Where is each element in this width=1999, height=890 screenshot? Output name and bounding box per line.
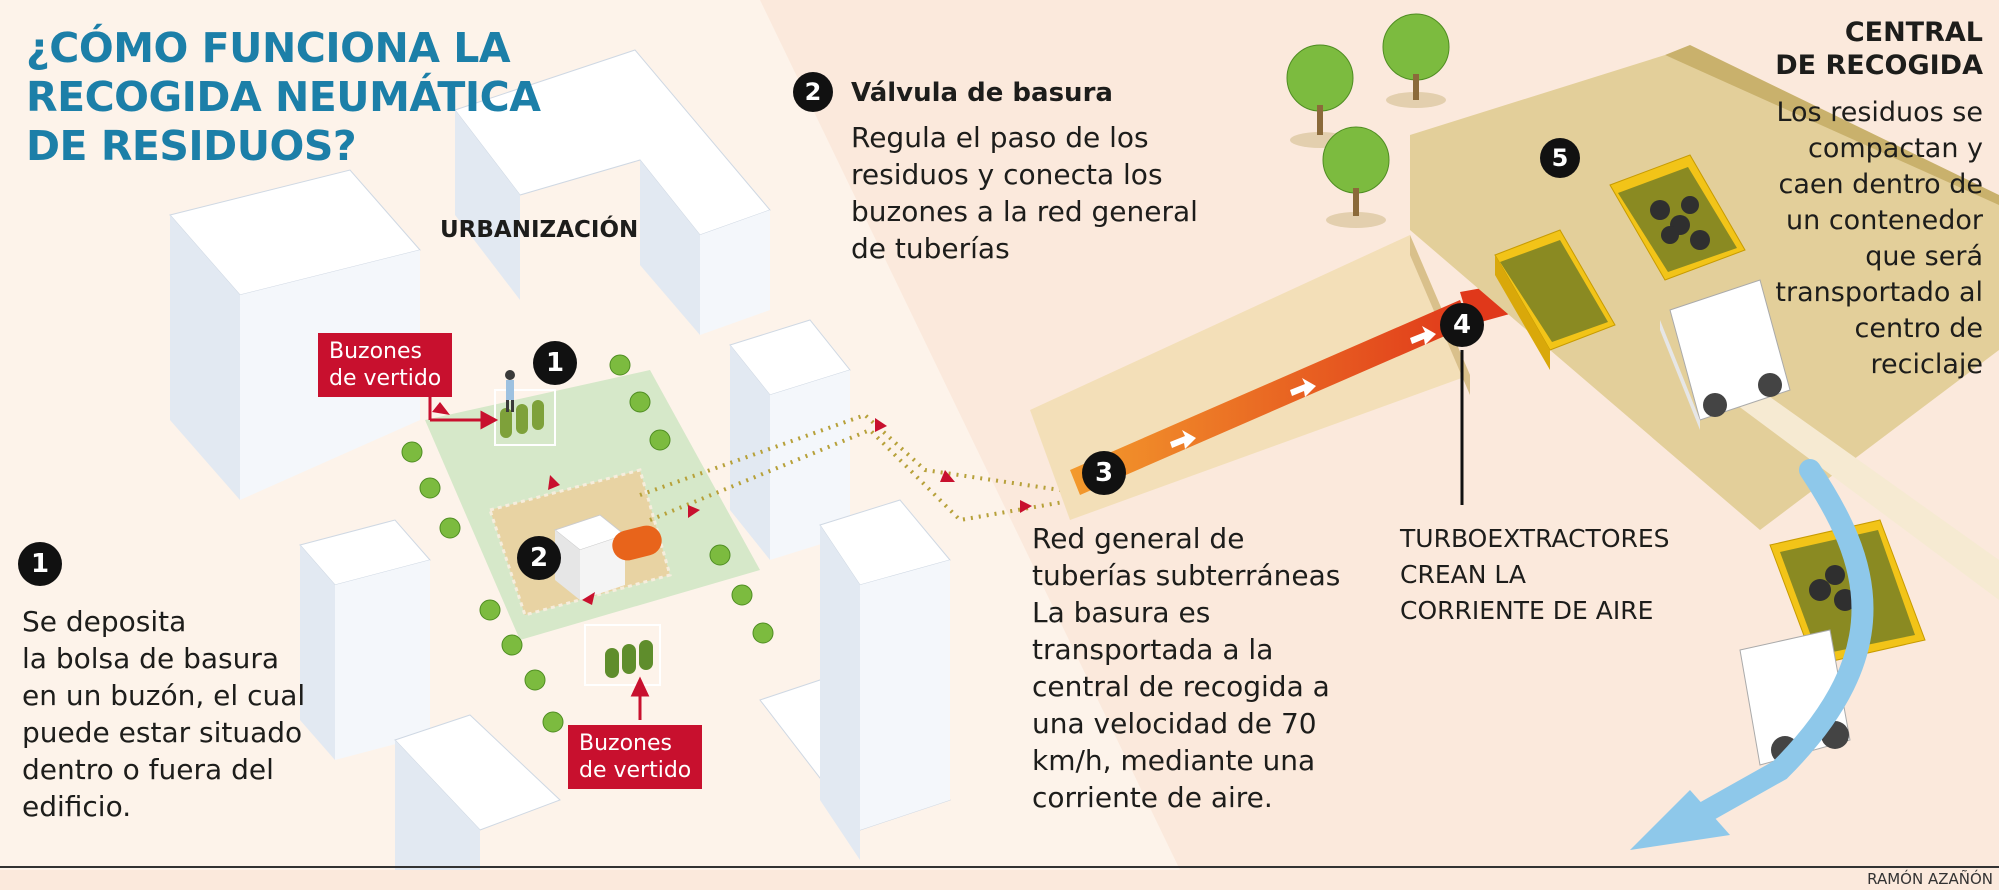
urbanization-label: URBANIZACIÓN — [440, 217, 639, 243]
trees-small — [401, 354, 774, 733]
step-5-text: Los residuos se compactan y caen dentro … — [1775, 97, 1983, 380]
truck-leaving — [1739, 519, 1926, 766]
exit-arrow — [1689, 459, 1874, 826]
person-figure — [505, 370, 515, 412]
step-2-title: Válvula de basura — [851, 78, 1113, 108]
step-5-number: 5 — [1540, 138, 1580, 178]
callout-pointers — [428, 395, 650, 720]
step-3-number: 3 — [1082, 451, 1126, 495]
step-2-number: 2 — [793, 72, 833, 112]
buildings — [169, 49, 951, 870]
map-marker-1: 1 — [533, 341, 577, 385]
callout-buzones-bottom: Buzones de vertido — [568, 725, 703, 789]
step-5-title: CENTRAL DE RECOGIDA — [1775, 17, 1983, 81]
trash-chutes-bottom — [584, 624, 661, 686]
step-4-number: 4 — [1440, 303, 1484, 347]
trash-chutes-top — [494, 389, 556, 446]
truck-plant — [1660, 279, 1791, 430]
page-title: ¿CÓMO FUNCIONA LA RECOGIDA NEUMÁTICA DE … — [26, 24, 541, 170]
step-4-text: TURBOEXTRACTORES CREAN LA CORRIENTE DE A… — [1400, 524, 1670, 625]
container-2 — [1609, 154, 1746, 281]
step-1-text: Se deposita la bolsa de basura en un buz… — [22, 605, 306, 823]
map-marker-2: 2 — [517, 536, 561, 580]
flow-arrows — [432, 402, 1032, 605]
step-1-number: 1 — [18, 542, 62, 586]
footer-rule — [0, 866, 1999, 868]
step-2-text: Regula el paso de los residuos y conecta… — [851, 121, 1198, 265]
container-1 — [1494, 229, 1616, 370]
valve — [553, 514, 662, 600]
trees-large — [1286, 13, 1450, 228]
author-credit: RAMÓN AZAÑÓN — [1867, 870, 1993, 888]
callout-buzones-top: Buzones de vertido — [318, 333, 453, 397]
step-3-text: Red general de tuberías subterráneas La … — [1032, 522, 1341, 814]
